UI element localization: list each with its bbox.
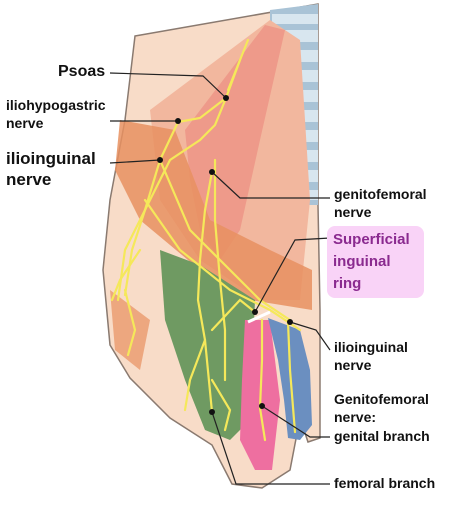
superficial-ring-highlight <box>327 226 424 298</box>
label-iliohypogastric-line1: iliohypogastric <box>6 97 106 113</box>
label-ilioinguinal-right-line2: nerve <box>334 357 372 373</box>
nerves <box>110 38 302 442</box>
label-genital-branch: genital branch <box>334 428 430 444</box>
green-region <box>160 250 255 440</box>
label-ilioinguinal-top-line1: ilioinguinal <box>6 149 96 168</box>
label-genitofemoral-branch-line1: Genitofemoral <box>334 391 429 407</box>
label-ilioinguinal-top-line2: nerve <box>6 170 52 189</box>
lower-band <box>110 290 150 370</box>
label-genitofemoral-line1: genitofemoral <box>334 186 427 202</box>
label-genitofemoral-branch-line2: nerve: <box>334 409 377 425</box>
label-superficial-ring-line1: Superficial <box>333 231 410 248</box>
label-superficial-ring-line2: inguinal <box>333 253 391 270</box>
psoas-muscle <box>185 25 285 260</box>
leader-lines <box>109 72 331 485</box>
label-superficial-ring-line3: ring <box>333 275 362 292</box>
leader-dots <box>157 95 293 415</box>
label-genitofemoral-line2: nerve <box>334 204 372 220</box>
superficial-ring-mark <box>247 310 271 324</box>
label-ilioinguinal-right-line1: ilioinguinal <box>334 339 408 355</box>
label-psoas: Psoas <box>58 63 106 80</box>
label-femoral-branch: femoral branch <box>334 475 436 491</box>
label-iliohypogastric-line2: nerve <box>6 115 44 131</box>
